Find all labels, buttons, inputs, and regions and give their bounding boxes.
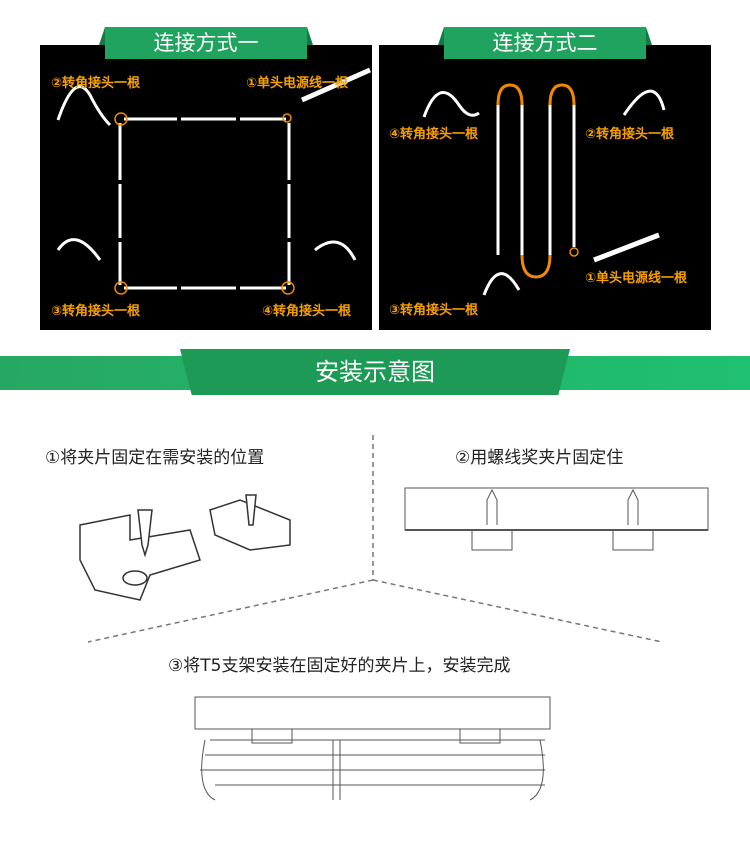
label-corner-2: ②转角接头一根	[585, 127, 675, 142]
label-corner-3: ③转角接头一根	[389, 303, 479, 318]
step-2-text: ②用螺线奖夹片固定住	[455, 448, 624, 468]
step-3-text: ③将T5支架安装在固定好的夹片上，安装完成	[168, 656, 511, 676]
serpentine-connection-diagram	[422, 83, 666, 296]
clip-illustration	[79, 494, 291, 601]
section-dividers	[87, 435, 663, 643]
label-power-1: ①单头电源线一根	[585, 271, 688, 286]
label-corner-4: ④转角接头一根	[389, 127, 479, 142]
ceiling-screw-illustration	[404, 487, 709, 551]
label-power-1: ①单头电源线一根	[246, 76, 349, 91]
step-1-text: ①将夹片固定在需安装的位置	[45, 448, 265, 468]
method-two-panel: ④转角接头一根 ②转角接头一根 ①单头电源线一根 ③转角接头一根	[379, 45, 711, 330]
label-corner-4: ④转角接头一根	[262, 304, 352, 319]
method-two-tab: 连接方式二	[438, 27, 652, 59]
method-one-panel: ②转角接头一根 ①单头电源线一根 ③转角接头一根 ④转角接头一根	[40, 45, 372, 330]
t5-bracket-illustration	[194, 696, 551, 801]
section-title: 安装示意图	[180, 349, 570, 395]
rectangle-connection-diagram	[56, 67, 372, 295]
method-one-tab: 连接方式一	[99, 27, 313, 59]
label-corner-3: ③转角接头一根	[51, 304, 141, 319]
label-corner-2: ②转角接头一根	[51, 76, 141, 91]
